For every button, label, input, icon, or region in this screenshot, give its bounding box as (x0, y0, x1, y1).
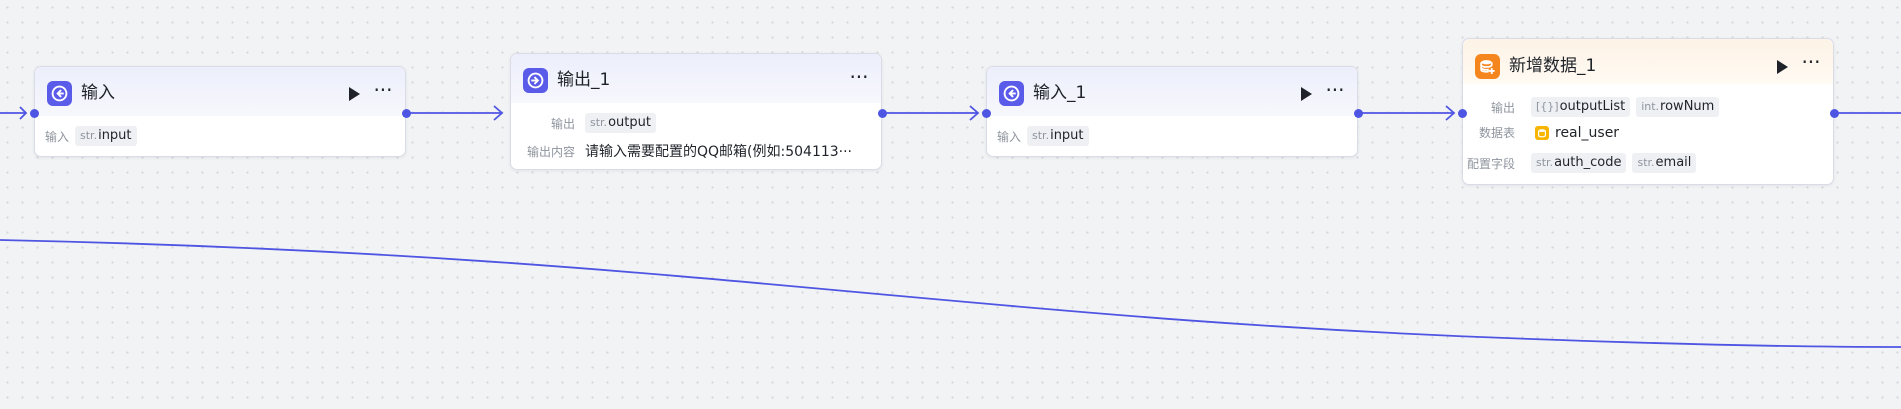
output-port[interactable] (1354, 109, 1363, 118)
more-dots-icon[interactable]: ··· (373, 78, 393, 102)
node-header: 输出_1 ··· (511, 54, 881, 103)
node-add-data-1[interactable]: 新增数据_1 ··· 输出 [{}]outputList int.rowNum … (1462, 38, 1834, 185)
edge-arrowhead (969, 105, 980, 121)
node-header: 新增数据_1 ··· (1463, 39, 1833, 84)
input-port[interactable] (30, 109, 39, 118)
node-header: 输入 ··· (35, 67, 405, 116)
edge-arrowhead (493, 105, 504, 121)
input-port[interactable] (982, 109, 991, 118)
enter-arrow-icon (999, 81, 1024, 106)
input-label: 输入 (997, 129, 1022, 144)
output-content-value: 请输入需要配置的QQ邮箱(例如:504113··· (585, 144, 853, 160)
node-header: 输入_1 ··· (987, 67, 1357, 116)
input-variable-tag: str.input (75, 126, 137, 146)
output-content-label: 输出内容 (526, 144, 575, 159)
node-title: 新增数据_1 (1509, 56, 1597, 76)
output-variable-tag: [{}]outputList (1531, 97, 1631, 117)
node-title: 输入_1 (1033, 83, 1087, 103)
more-dots-icon[interactable]: ··· (1325, 78, 1345, 102)
node-input-1[interactable]: 输入_1 ··· 输入 str.input (986, 66, 1358, 157)
node-output-1[interactable]: 输出_1 ··· 输出 str.output 输出内容 请输入需要配置的QQ邮箱… (510, 53, 882, 170)
node-title: 输出_1 (557, 70, 611, 90)
output-variable-tag: int.rowNum (1636, 97, 1720, 117)
database-add-icon (1475, 54, 1500, 79)
output-label: 输出 (1490, 100, 1515, 115)
node-input[interactable]: 输入 ··· 输入 str.input (34, 66, 406, 157)
more-dots-icon[interactable]: ··· (1801, 50, 1821, 74)
field-variable-tag: str.auth_code (1531, 153, 1627, 173)
output-variable-tag: str.output (585, 113, 656, 133)
output-label: 输出 (550, 116, 575, 131)
node-title: 输入 (81, 83, 115, 103)
fields-label: 配置字段 (1466, 156, 1515, 171)
edge-long-curve (0, 239, 1901, 348)
table-name: real_user (1555, 124, 1620, 141)
table-icon (1535, 125, 1549, 140)
exit-arrow-icon (523, 68, 548, 93)
output-port[interactable] (878, 109, 887, 118)
output-port[interactable] (402, 109, 411, 118)
more-dots-icon[interactable]: ··· (849, 65, 869, 89)
edge-arrowhead (19, 106, 28, 120)
play-icon[interactable] (1301, 87, 1312, 101)
field-variable-tag: str.email (1632, 153, 1697, 173)
enter-arrow-icon (47, 81, 72, 106)
input-port[interactable] (1458, 109, 1467, 118)
table-label: 数据表 (1478, 126, 1515, 140)
output-port[interactable] (1830, 109, 1839, 118)
play-icon[interactable] (349, 87, 360, 101)
input-label: 输入 (45, 129, 70, 144)
input-variable-tag: str.input (1027, 126, 1089, 146)
play-icon[interactable] (1777, 60, 1788, 74)
edge-arrowhead (1445, 105, 1456, 121)
